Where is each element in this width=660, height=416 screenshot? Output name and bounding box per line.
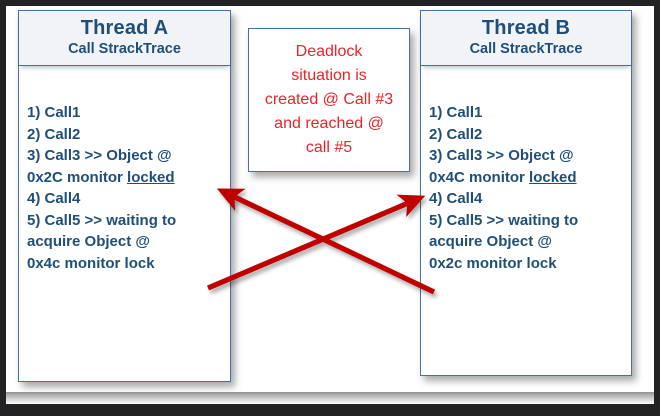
stack-line: 5) Call5 >> waiting to [27,211,177,229]
bottom-gradient-strip [6,392,654,404]
stack-line: 4) Call4 [27,190,81,208]
thread-b-title: Thread B [481,17,571,39]
note-line: Deadlock [295,43,363,60]
thread-a-subtitle: Call StrackTrace [68,41,181,57]
thread-a-stack-list: 1) Call1 2) Call2 3) Call3 >> Object @ 0x2C… [19,66,230,274]
thread-b-stack-list: 1) Call1 2) Call2 3) Call3 >> Object @ 0x4C… [421,66,631,274]
thread-a-header: Thread A Call StrackTrace [19,11,230,67]
note-line: call #5 [305,139,353,156]
deadlock-note-text: Deadlock situation is created @ Call #3 and… [259,40,399,160]
stack-line: 1) Call1 [27,104,81,122]
stack-line: 1) Call1 [429,104,483,122]
stack-line-emphasis: locked [127,168,175,186]
note-line: and reached @ [274,115,384,132]
stack-line: 0x2C monitor locked [27,168,175,186]
stack-line: 0x4c monitor lock [27,254,155,272]
arrow-b-waits-on-a-lock [216,188,436,295]
thread-a-title: Thread A [80,17,169,39]
note-line: created @ Call #3 [264,91,394,108]
stack-line: acquire Object @ [429,233,552,251]
stack-line: 2) Call2 [27,125,81,143]
thread-a-panel: Thread A Call StrackTrace 1) Call1 2) Cal… [18,10,231,382]
thread-b-panel: Thread B Call StrackTrace 1) Call1 2) Cal… [420,10,632,376]
stack-line: 2) Call2 [429,125,483,143]
stack-line: acquire Object @ [27,233,150,251]
stack-line: 0x2c monitor lock [429,254,557,272]
arrow-group [206,188,436,295]
thread-b-subtitle: Call StrackTrace [469,41,583,57]
arrow-a-waits-on-b-lock [206,194,426,291]
stack-line-emphasis: locked [529,168,577,186]
thread-b-header: Thread B Call StrackTrace [421,11,631,67]
stack-line: 3) Call3 >> Object @ [27,147,172,165]
note-line: situation is [291,67,367,84]
stack-line: 0x4C monitor locked [429,168,577,186]
stack-line: 4) Call4 [429,190,483,208]
stack-line: 5) Call5 >> waiting to [429,211,579,229]
diagram-canvas: Thread A Call StrackTrace 1) Call1 2) Cal… [6,6,654,404]
deadlock-note-box: Deadlock situation is created @ Call #3 and… [248,28,410,172]
stack-line: 3) Call3 >> Object @ [429,147,574,165]
